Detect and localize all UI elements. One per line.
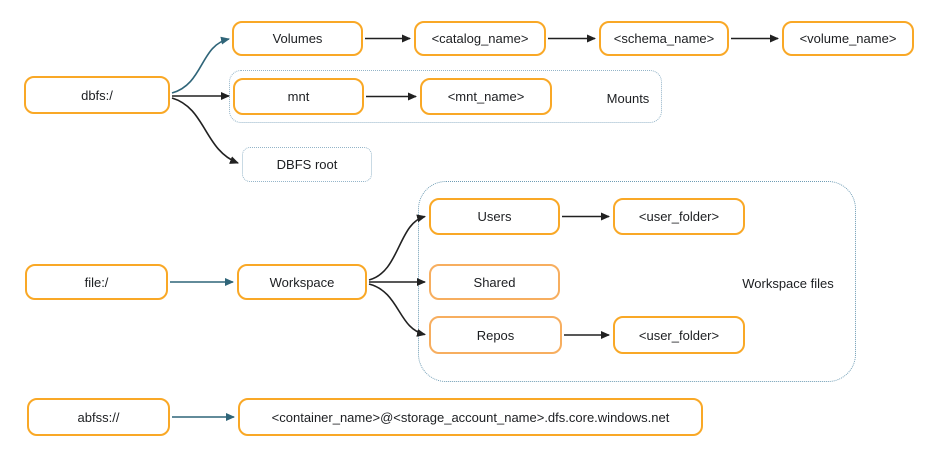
arrow-workspace-to-repos (368, 283, 426, 337)
node-users: Users (429, 198, 560, 235)
node-mnt: mnt (233, 78, 364, 115)
node-abfss: abfss:// (27, 398, 170, 436)
workspace-files-group-label: Workspace files (742, 275, 834, 291)
node-dbfs: dbfs:/ (24, 76, 170, 114)
node-schema-name: <schema_name> (599, 21, 729, 56)
node-shared: Shared (429, 264, 560, 300)
node-user-folder-bottom: <user_folder> (613, 316, 745, 354)
node-volume-name: <volume_name> (782, 21, 914, 56)
node-volumes: Volumes (232, 21, 363, 56)
node-workspace: Workspace (237, 264, 367, 300)
node-repos: Repos (429, 316, 562, 354)
arrow-workspace-to-users (368, 214, 426, 281)
arrow-dbfs-to-dbfs-root (171, 97, 239, 164)
node-file: file:/ (25, 264, 168, 300)
node-mnt-name: <mnt_name> (420, 78, 552, 115)
arrow-dbfs-to-volumes (171, 36, 230, 94)
node-user-folder-top: <user_folder> (613, 198, 745, 235)
mounts-group-label: Mounts (606, 90, 650, 106)
node-catalog-name: <catalog_name> (414, 21, 546, 56)
node-dbfs-root: DBFS root (242, 147, 372, 182)
node-azure-path: <container_name>@<storage_account_name>.… (238, 398, 703, 436)
